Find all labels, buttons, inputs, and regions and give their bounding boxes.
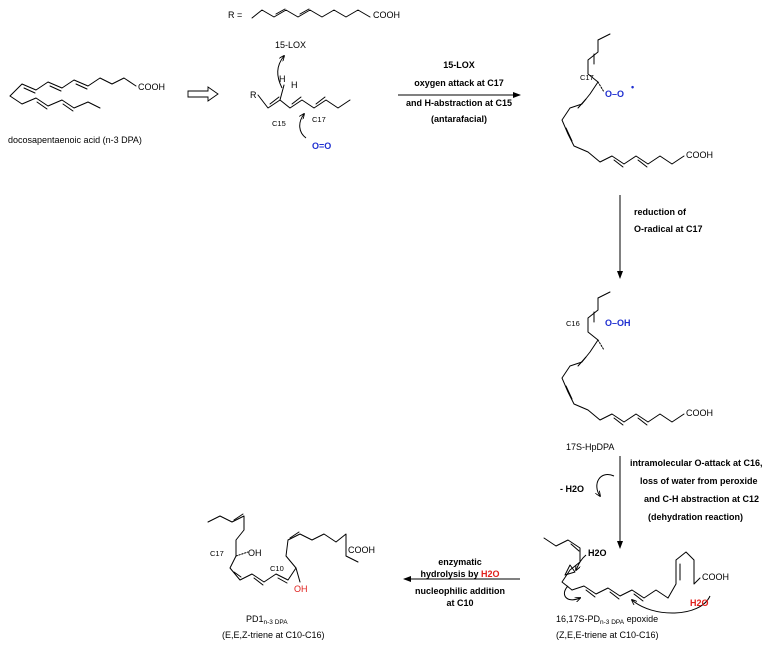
step4-line4: at C10 xyxy=(446,598,473,608)
lox-enzyme-label: 15-LOX xyxy=(275,40,306,50)
step4-line2: hydrolysis by H2O xyxy=(420,569,499,579)
dpa-structure: COOH xyxy=(9,77,165,112)
r-group-cooh: COOH xyxy=(373,10,400,20)
pd1-structure: OH C17 C10 OH COOH xyxy=(207,513,375,594)
lox-h1: H xyxy=(279,74,286,84)
open-arrow xyxy=(187,86,219,102)
step4-line3: nucleophilic addition xyxy=(415,586,505,596)
step3-line2: loss of water from peroxide xyxy=(640,476,758,486)
pd1-cooh: COOH xyxy=(348,545,375,555)
peroxyl-radical-structure: C17 O–O • COOH xyxy=(561,33,713,168)
hpdpa-cooh: COOH xyxy=(686,408,713,418)
step2-line1: reduction of xyxy=(634,207,687,217)
step3: - H2O intramolecular O-attack at C16, lo… xyxy=(560,456,763,549)
epoxide-h2o-red: H2O xyxy=(690,598,709,608)
step1-line3: and H-abstraction at C15 xyxy=(406,98,512,108)
step2-line2: O-radical at C17 xyxy=(634,224,703,234)
hpdpa-c16: C16 xyxy=(566,319,580,328)
radical-c17: C17 xyxy=(580,73,594,82)
pd1-c17: C17 xyxy=(210,549,224,558)
pd1-c10: C10 xyxy=(270,564,284,573)
hpdpa-name: 17S-HpDPA xyxy=(566,442,614,452)
pd1-name: PD1n-3 DPA xyxy=(246,614,288,626)
lox-c17: C17 xyxy=(312,115,326,124)
epoxide-h2o: H2O xyxy=(588,548,607,558)
dpa-cooh: COOH xyxy=(138,82,165,92)
r-group-definition: R = COOH xyxy=(228,8,400,20)
dpa-name: docosapentaenoic acid (n-3 DPA) xyxy=(8,135,142,145)
lox-r-label: R xyxy=(250,90,257,100)
step1-line1: 15-LOX xyxy=(443,60,475,70)
epoxide-cooh: COOH xyxy=(702,572,729,582)
lox-h2: H xyxy=(291,80,298,90)
hpdpa-ooh: O–OH xyxy=(605,318,631,328)
radical-oo: O–O xyxy=(605,89,624,99)
lox-c15: C15 xyxy=(272,119,286,128)
epoxide-name: 16,17S-PDn-3 DPA epoxide xyxy=(556,614,658,626)
step1: 15-LOX oxygen attack at C17 and H-abstra… xyxy=(398,60,521,124)
lox-fragment: 15-LOX R H H C15 C17 O=O xyxy=(250,40,351,151)
pd1-oh2: OH xyxy=(294,584,308,594)
lox-o2: O=O xyxy=(312,141,331,151)
epoxide-structure: H2O H2O COOH xyxy=(543,537,729,614)
step3-line3: and C-H abstraction at C12 xyxy=(644,494,759,504)
r-group-label: R = xyxy=(228,10,242,20)
step3-line4: (dehydration reaction) xyxy=(648,512,743,522)
step1-line2: oxygen attack at C17 xyxy=(414,78,504,88)
epoxide-geometry: (Z,E,E-triene at C10-C16) xyxy=(556,630,659,640)
hpdpa-structure: C16 O–OH COOH xyxy=(561,291,713,426)
step3-water-out: - H2O xyxy=(560,484,584,494)
pd1-oh1: OH xyxy=(248,548,262,558)
step4: enzymatic hydrolysis by H2O nucleophilic… xyxy=(403,557,520,608)
radical-cooh: COOH xyxy=(686,150,713,160)
pd1-geometry: (E,E,Z-triene at C10-C16) xyxy=(222,630,325,640)
r-group-chain xyxy=(251,9,371,19)
step3-line1: intramolecular O-attack at C16, xyxy=(630,458,763,468)
radical-dot: • xyxy=(631,82,634,92)
step2: reduction of O-radical at C17 xyxy=(617,195,703,279)
step1-line4: (antarafacial) xyxy=(431,114,487,124)
step4-line1: enzymatic xyxy=(438,557,482,567)
